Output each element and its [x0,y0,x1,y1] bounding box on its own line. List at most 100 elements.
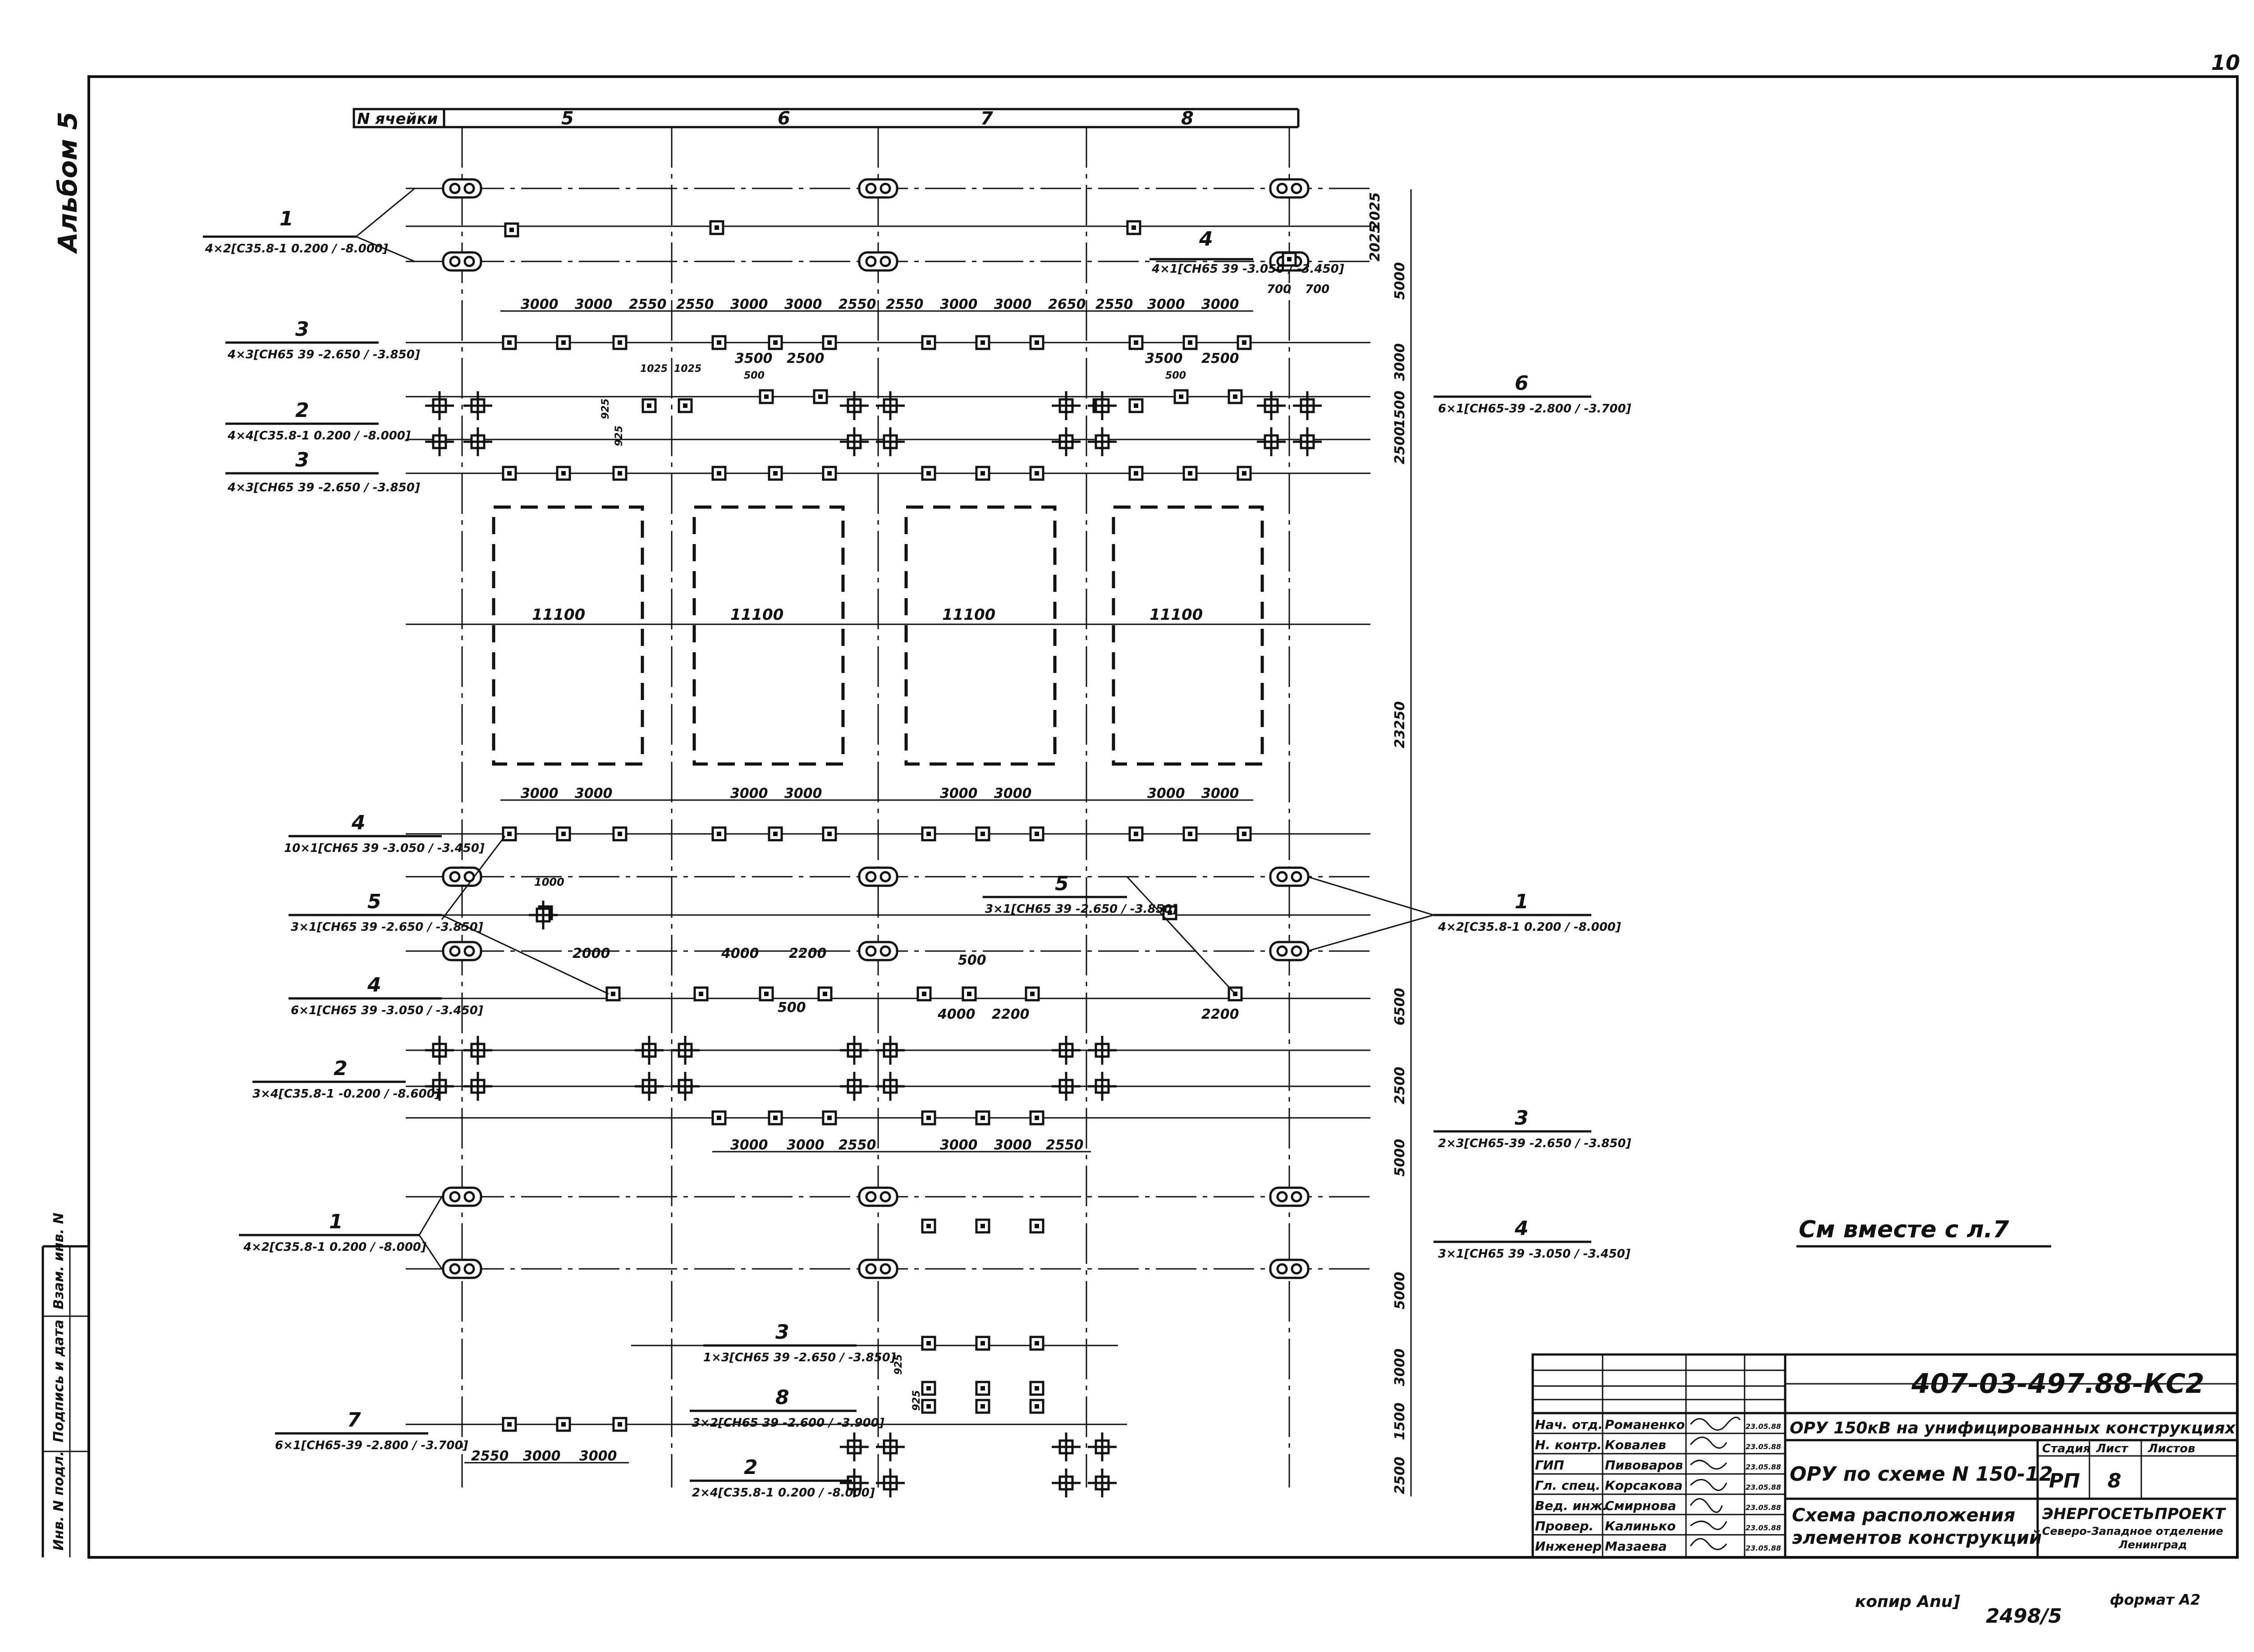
title-scheme: ОРУ по схеме N 150-12 [1790,1463,2053,1486]
dim-vert: 5000 [1392,262,1408,300]
staff-name: Романенко [1605,1417,1685,1432]
dim-gap: 1025 [640,363,668,375]
dim-vert-small: 925 [893,1354,904,1375]
dim-lower: 1000 [534,876,564,888]
org-name: ЭНЕРГОСЕТЬПРОЕКТ [2042,1505,2227,1523]
dim-top: 3000 [994,297,1032,312]
header-sheet: Лист [2096,1442,2129,1455]
dim-vert: 1500 [1392,1403,1408,1441]
pos-4-right-no: 4 [1514,1217,1529,1240]
dim-vert: 1500 [1392,391,1408,429]
format-stamp: формат А2 [2110,1591,2200,1608]
column-foundations [503,221,1296,1431]
header-stage: Стадия [2042,1442,2091,1455]
dim-lower-row: 3000 [994,1137,1032,1153]
dim-top: 3000 [730,297,768,312]
dim-top: 2550 [886,297,924,312]
dim-top: 3000 [575,297,613,312]
title-project: ОРУ 150кВ на унифицированных конструкция… [1790,1419,2236,1437]
page-number: 10 [2211,50,2240,75]
portal-foundations [443,179,1308,1278]
dim-top: 3000 [940,297,978,312]
staff-name: Мазаева [1605,1539,1667,1554]
dim-bottom: 3000 [579,1448,617,1464]
staff-role: Н. контр. [1535,1437,1602,1452]
dim-top: 2550 [838,297,876,312]
pos-6-spec: 6×1[СН65-39 -2.800 / -3.700] [1438,402,1631,416]
dim-top: 2550 [1095,297,1133,312]
staff-role: Вед. инж. [1535,1498,1608,1513]
pos-5-left-no: 5 [367,890,381,913]
dim-vert: 2025 [1367,224,1383,262]
side-stamp-3: Взам. инв. N [51,1213,67,1309]
dim-gap: 2500 [787,351,825,366]
cell-number-6: 6 [778,108,790,129]
stage-value: РП [2049,1469,2080,1492]
title-block [1531,1353,2239,1559]
pos-3-a-spec: 4×3[СН65 39 -2.650 / -3.850] [227,348,420,362]
pos-4-top-spec: 4×1[СН65 39 -3.050 / -3.450] [1151,262,1344,276]
pos-2-a-spec: 4×4[С35.8-1 0.200 / -8.000] [227,429,411,443]
pos-4-right-spec: 3×1[СН65 39 -3.050 / -3.450] [1438,1247,1631,1261]
pos-2-b-spec: 3×4[С35.8-1 -0.200 / -8.600] [252,1087,440,1101]
pos-5-mid-spec: 3×1[СН65 39 -2.650 / -3.850] [985,902,1177,916]
dim-lower-row: 3000 [940,1137,978,1153]
dim-vert: 2500 [1392,1457,1408,1495]
dim-cell-width-4: 11100 [1150,606,1203,624]
dim-gap: 3500 [1145,351,1183,366]
dim-vert-small: 925 [600,398,611,419]
staff-name: Калинько [1605,1519,1676,1533]
pos-1-top-no: 1 [279,207,293,230]
dim-lower: 4000 [721,946,759,961]
dim-bottom: 2550 [471,1448,509,1464]
cells-header-box [353,108,445,128]
pos-4-low-spec: 6×1[СН65 39 -3.050 / -3.450] [291,1004,483,1017]
pos-4-mid-spec: 10×1[СН65 39 -3.050 / -3.450] [284,842,485,855]
pos-8-spec: 3×2[СН65 39 -2.600 / -3.900] [692,1416,884,1430]
title-drawing-1: Схема расположения [1792,1505,2015,1526]
pos-3-right-no: 3 [1515,1107,1529,1130]
pos-3-low-no: 3 [775,1321,789,1344]
side-stamp-2: Подпись и дата [51,1320,67,1442]
dim-vert-small: 925 [911,1390,922,1411]
dim-lower-row: 3000 [787,1137,825,1153]
dim-lower-row: 3000 [730,1137,768,1153]
staff-date: 23.05.88 [1745,1463,1781,1471]
dim-mid: 3000 [575,786,613,801]
staff-date: 23.05.88 [1745,1442,1781,1451]
dim-mid: 3000 [1147,786,1185,801]
dim-gap: 500 [744,370,765,381]
signatures [1690,1416,1741,1550]
dim-vert: 2500 [1392,1067,1408,1105]
dim-vert: 2025 [1367,192,1383,230]
pos-1-right-spec: 4×2[С35.8-1 0.200 / -8.000] [1438,920,1621,934]
dim-lines [464,189,1412,1496]
dim-cell-width-1: 11100 [532,606,585,624]
dim-lower: 4000 [937,1007,976,1022]
dim-vert: 2500 [1392,427,1408,465]
dim-lower: 2000 [573,946,610,961]
pos-2-b-no: 2 [334,1057,348,1080]
dim-vert-small: 925 [614,426,625,446]
pos-4-mid-no: 4 [351,811,366,834]
org-city: Ленинград [2118,1538,2187,1551]
copy-stamp: копир Аnu] [1855,1593,1961,1611]
dim-top: 2550 [676,297,714,312]
dim-cell-width-2: 11100 [730,606,783,624]
axis-lines [461,127,1290,1487]
leader-lines [203,188,1591,1482]
staff-name: Пивоваров [1605,1458,1683,1473]
dim-mid: 3000 [784,786,822,801]
staff-name: Смирнова [1605,1498,1676,1513]
cells-header-label: N ячейки [357,110,438,128]
dim-lower: 2200 [1201,1007,1239,1022]
dim-top: 3000 [1147,297,1185,312]
cell-number-5: 5 [561,108,574,129]
dim-lower-row: 2550 [838,1137,876,1153]
staff-name: Корсакова [1605,1478,1683,1493]
cell-number-8: 8 [1181,108,1194,129]
staff-role: Инженер [1535,1539,1602,1554]
staff-date: 23.05.88 [1745,1544,1781,1552]
dim-post: 700 [1305,283,1329,296]
pos-1-low-no: 1 [329,1210,343,1233]
